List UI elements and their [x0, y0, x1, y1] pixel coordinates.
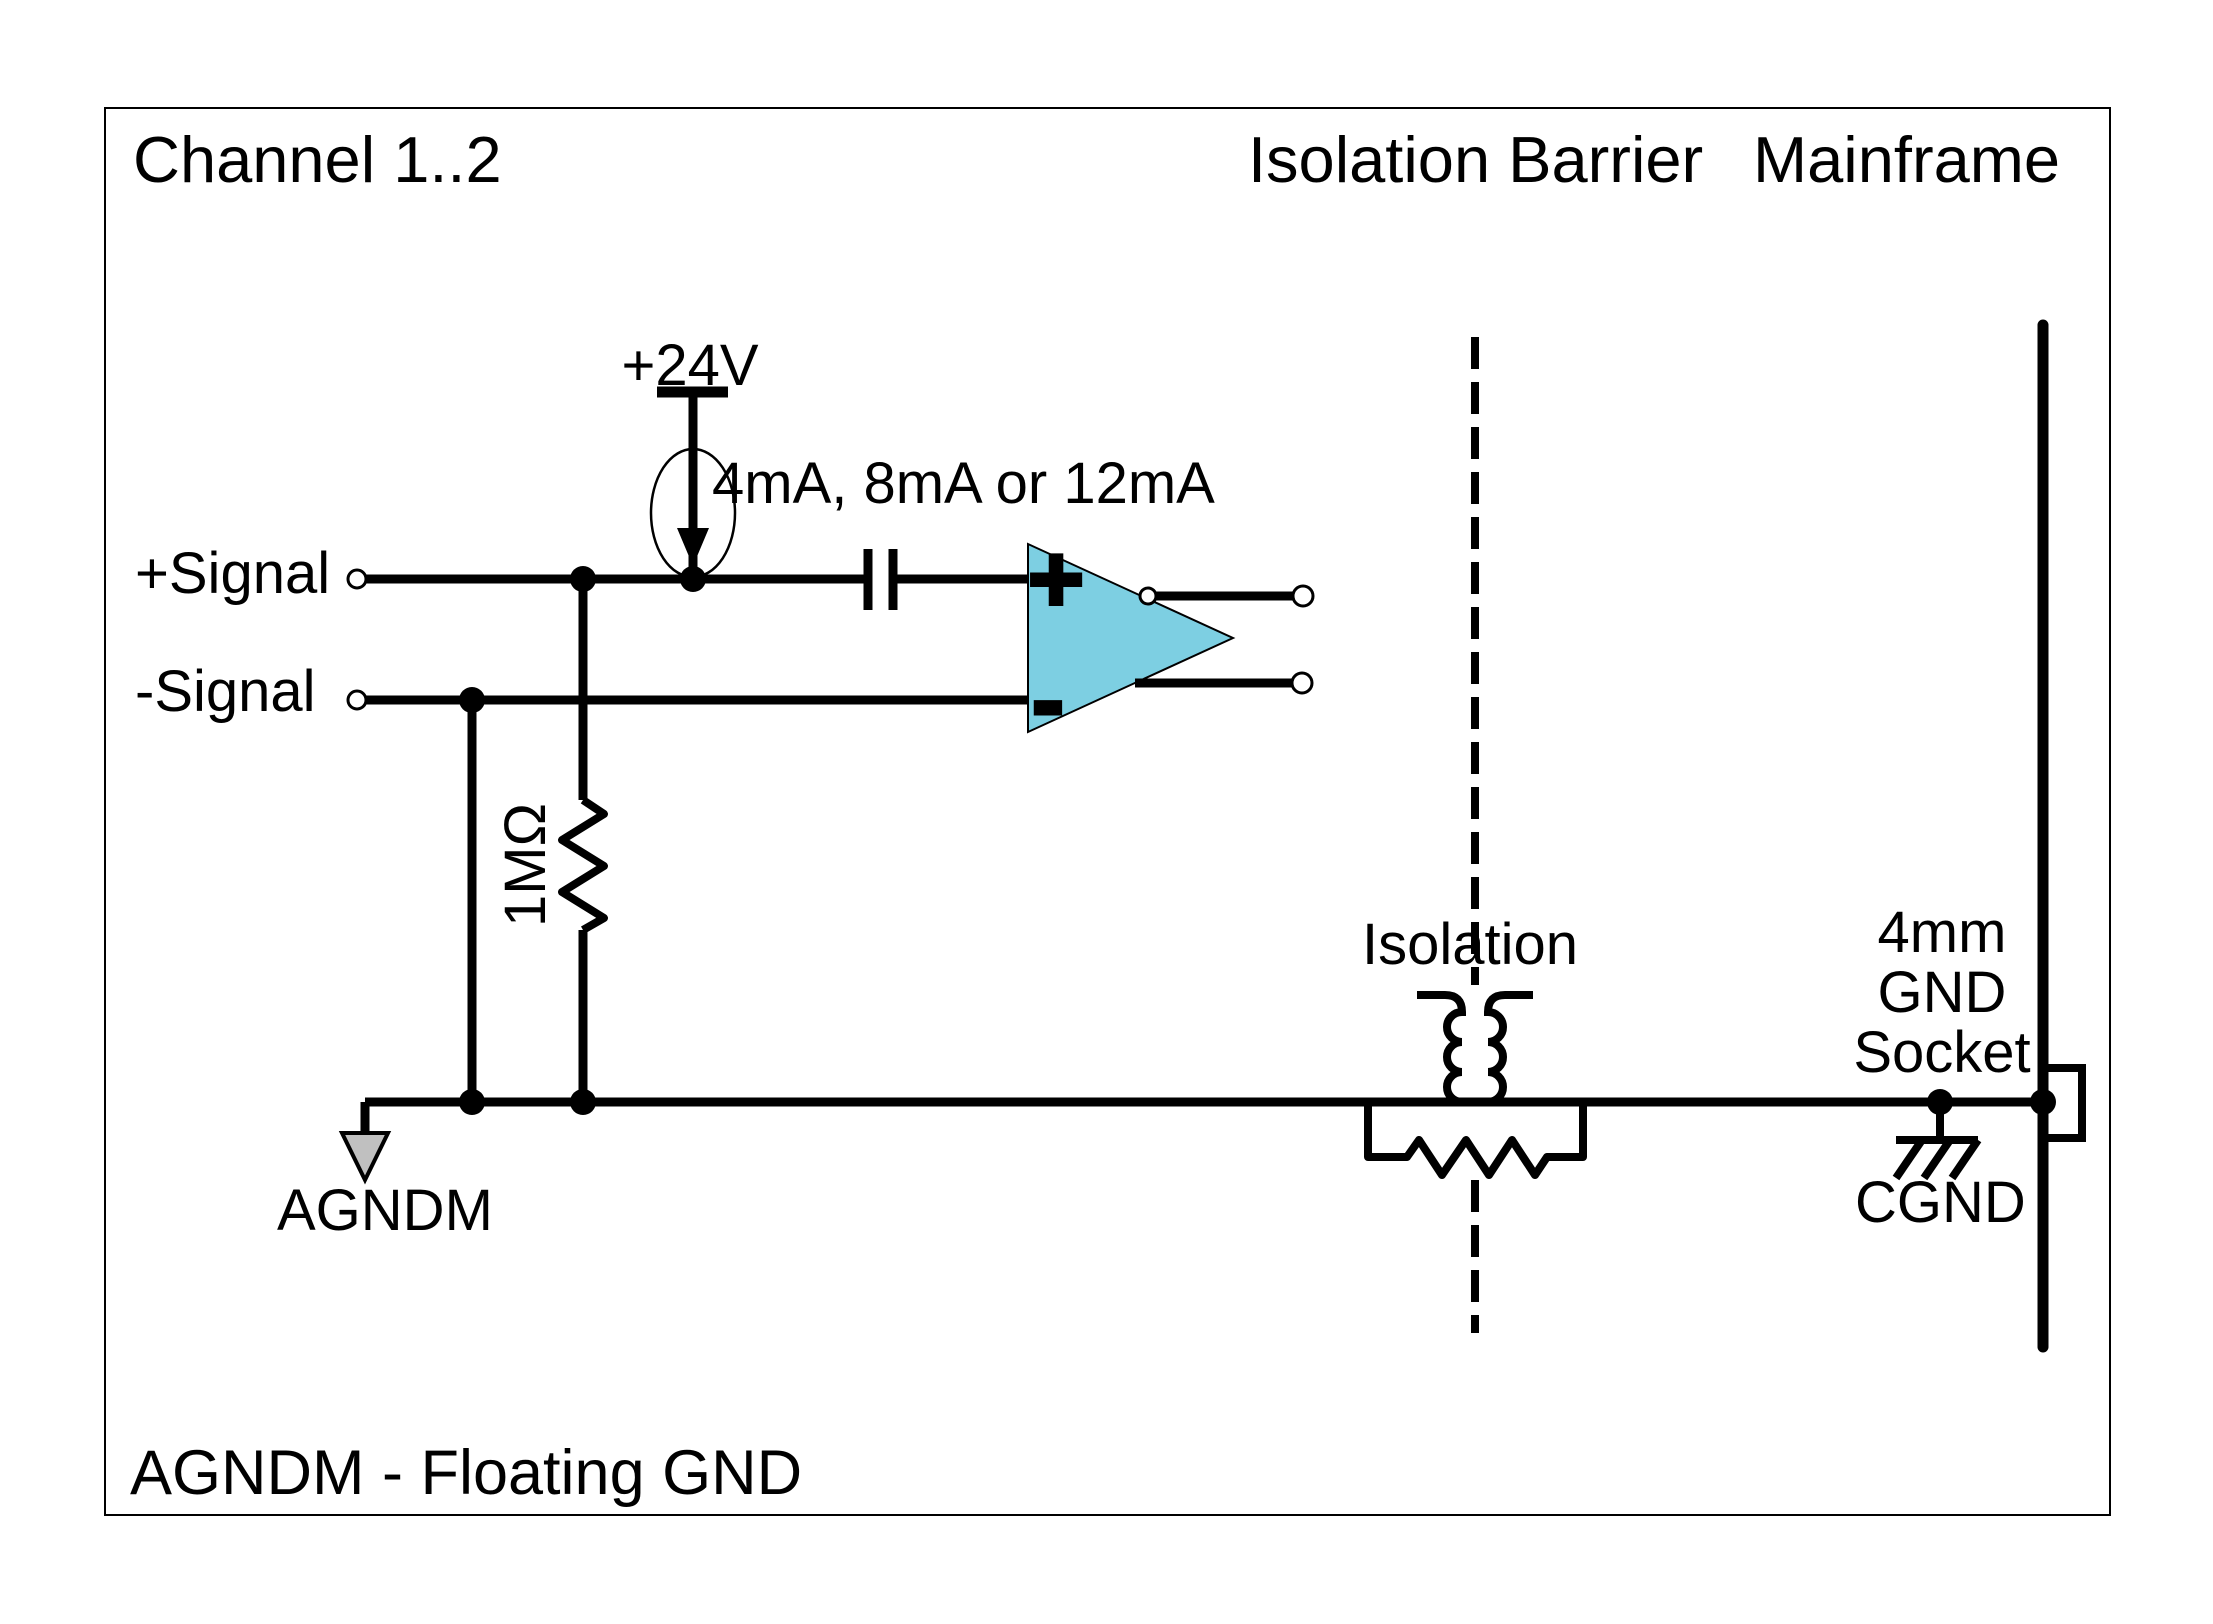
coupling-capacitor	[863, 549, 898, 610]
socket-label-line1: 4mm	[1878, 900, 2007, 965]
resistor-zigzag	[558, 796, 608, 934]
opamp-triangle	[1027, 542, 1236, 734]
isolation-transformer: Isolation	[1362, 912, 1587, 1179]
junction-dot	[459, 1089, 485, 1115]
cgnd-ground: CGND	[1855, 1102, 2026, 1235]
channel-title: Channel 1..2	[133, 123, 502, 196]
transformer-right-winding	[1483, 991, 1533, 1106]
minus-signal-label: -Signal	[135, 659, 316, 724]
opamp-output-terminal-bottom	[1290, 671, 1314, 695]
current-source: 4mA, 8mA or 12mA	[649, 392, 1215, 579]
mainframe-title: Mainframe	[1753, 123, 2060, 196]
supply-24v: +24V	[621, 333, 758, 398]
junction-dot	[2030, 1089, 2056, 1115]
junction-dot	[459, 687, 485, 713]
cgnd-hatch-2	[1920, 1137, 1954, 1181]
socket-label-line2: GND	[1878, 960, 2007, 1025]
junction-dot	[680, 566, 706, 592]
opamp-minus-input-sign: -	[1032, 647, 1064, 754]
resistor-value: 1MΩ	[493, 803, 558, 927]
diagram-frame	[104, 107, 2111, 1516]
agndm-ground: AGNDM	[277, 1131, 493, 1243]
junction-dot	[570, 566, 596, 592]
opamp-output-tap-circle	[1138, 586, 1158, 606]
isolation-barrier-title: Isolation Barrier	[1248, 123, 1703, 196]
transformer-left-winding	[1417, 991, 1467, 1106]
socket-label-line3: Socket	[1853, 1020, 2030, 1085]
cgnd-hatch-3	[1948, 1137, 1982, 1181]
opamp: + -	[1026, 524, 1315, 756]
cgnd-hatch-1	[1892, 1137, 1926, 1181]
agndm-arrow	[338, 1131, 392, 1185]
minus-signal-terminal	[346, 689, 368, 711]
opamp-output-terminal-top	[1291, 584, 1315, 608]
input-resistor: 1MΩ	[493, 579, 608, 1102]
socket-notch	[2043, 1064, 2086, 1142]
junction-dot	[570, 1089, 596, 1115]
opamp-plus-input-sign: +	[1028, 526, 1084, 633]
plus-signal-terminal	[346, 568, 368, 590]
isolation-label: Isolation	[1362, 912, 1578, 977]
current-source-arrowhead	[677, 528, 709, 566]
plus-signal-net: +Signal	[135, 541, 1028, 606]
agndm-label: AGNDM	[277, 1178, 493, 1243]
footer-note: AGNDM - Floating GND	[130, 1438, 802, 1508]
agndm-rail	[360, 1097, 2043, 1133]
cgnd-label: CGND	[1855, 1170, 2026, 1235]
isolation-resistance-loop	[1364, 1102, 1587, 1179]
junction-dots	[459, 566, 2056, 1115]
gnd-socket: 4mm GND Socket	[1853, 900, 2086, 1142]
current-source-value: 4mA, 8mA or 12mA	[712, 451, 1215, 516]
plus-signal-label: +Signal	[135, 541, 330, 606]
